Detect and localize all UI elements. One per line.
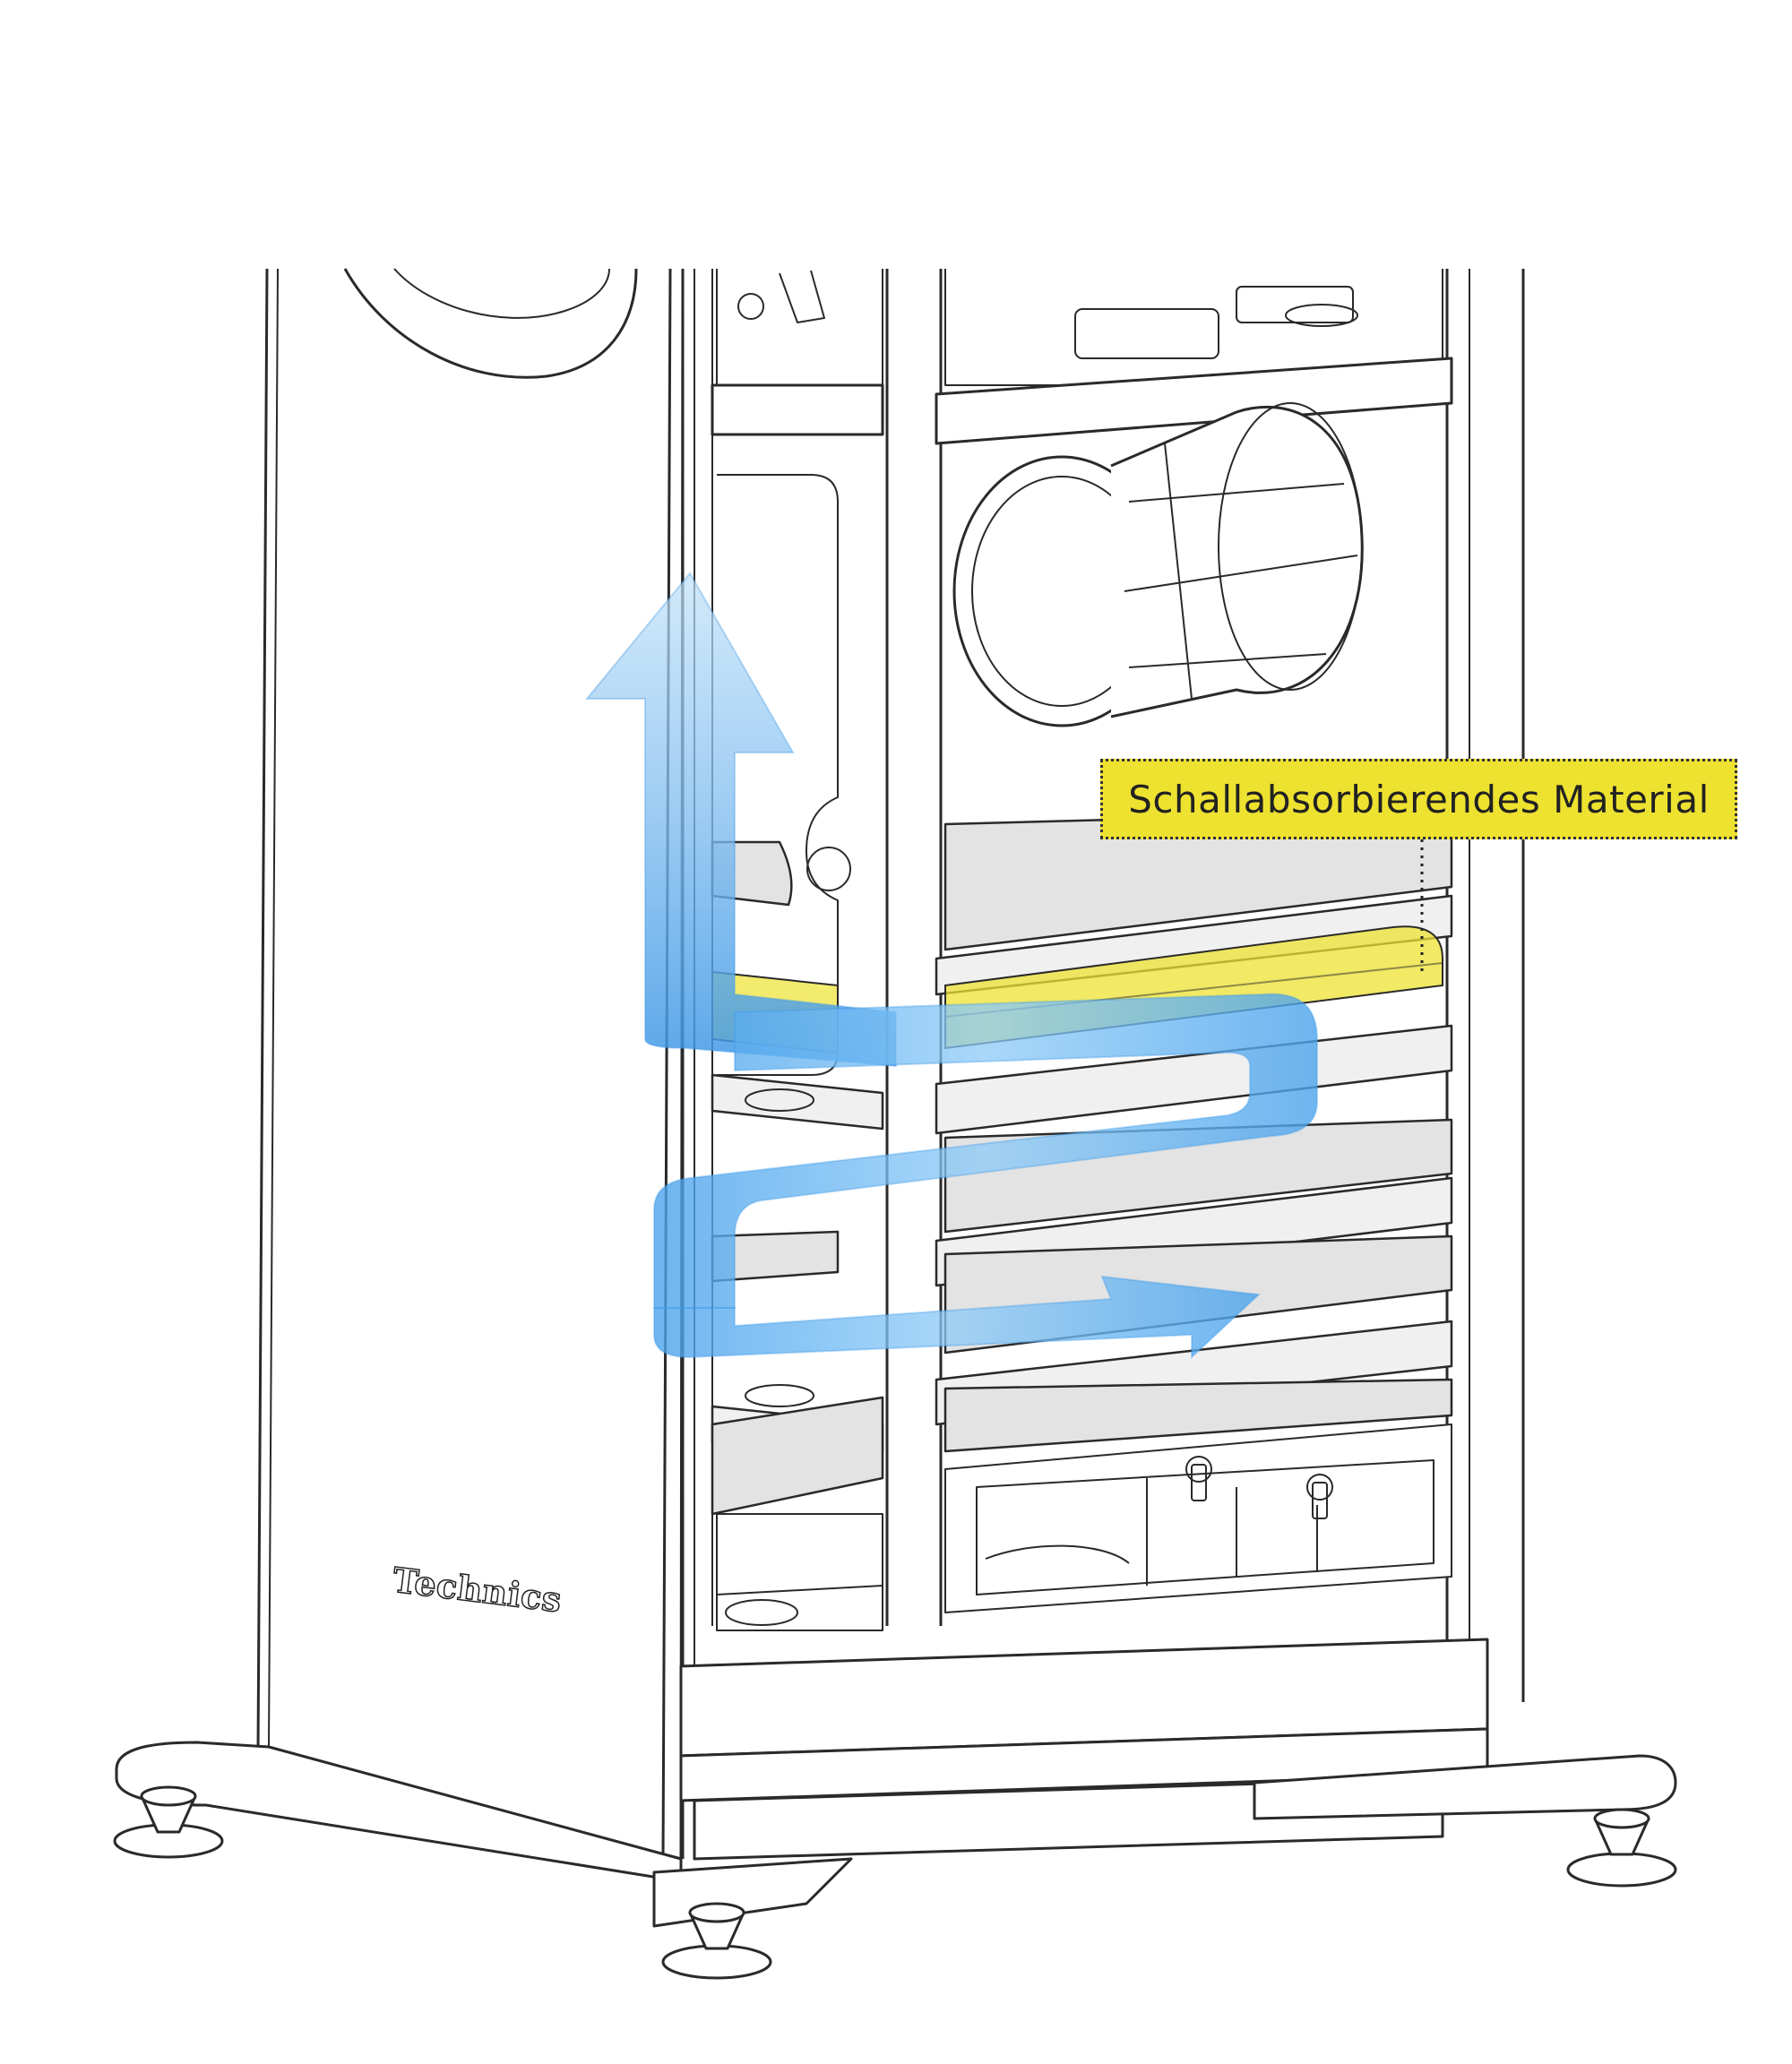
airflow-arrow-right (653, 1275, 1262, 1360)
woofer-top (343, 268, 638, 379)
airflow-arrow-up (584, 572, 897, 1068)
airflow-path (584, 572, 1318, 1360)
cabinet-side-panel (256, 268, 685, 1861)
airflow-channel-middle (653, 993, 1318, 1309)
midrange-horn-unit (952, 402, 1364, 727)
callout-label: Schallabsorbierendes Material (1100, 759, 1737, 839)
outrigger-feet (113, 1741, 1677, 1980)
